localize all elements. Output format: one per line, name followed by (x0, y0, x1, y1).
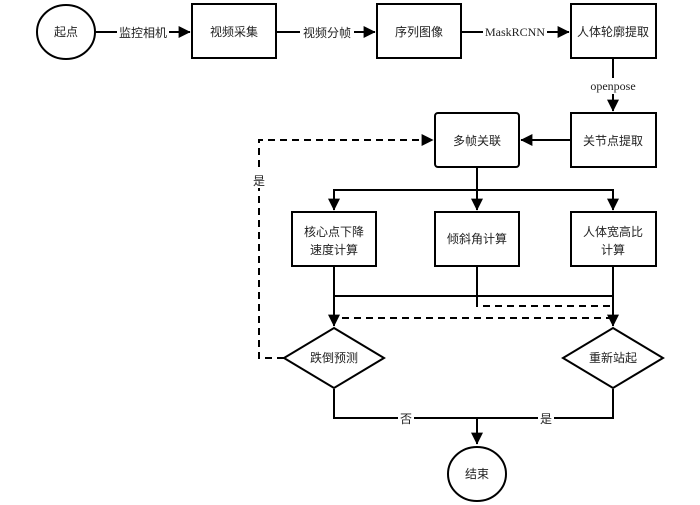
svg-text:人体宽高比: 人体宽高比 (583, 224, 643, 239)
svg-text:速度计算: 速度计算 (310, 242, 358, 257)
node-sequence-images: 序列图像 (376, 3, 462, 59)
svg-text:是: 是 (253, 174, 265, 188)
edge-branches-to-fall (328, 267, 614, 327)
svg-text:计算: 计算 (601, 242, 625, 257)
svg-text:否: 否 (400, 412, 412, 426)
edge-dashed-to-standup (342, 300, 619, 327)
svg-text:倾斜角计算: 倾斜角计算 (447, 231, 507, 246)
node-core-speed: 核心点下降 速度计算 (291, 211, 377, 267)
node-keypoint-extract: 关节点提取 (570, 112, 657, 168)
svg-text:序列图像: 序列图像 (395, 24, 443, 39)
node-fall-predict: 跌倒预测 (282, 326, 386, 390)
node-multi-frame: 多帧关联 (434, 112, 520, 168)
svg-text:视频分帧: 视频分帧 (303, 25, 351, 40)
svg-text:是: 是 (540, 412, 552, 426)
edge-label-camera: 监控相机 (117, 24, 169, 40)
svg-text:重新站起: 重新站起 (589, 350, 637, 365)
edge-fall-yes-loop (258, 134, 434, 359)
svg-text:多帧关联: 多帧关联 (453, 134, 501, 148)
edge-label-no: 否 (398, 410, 414, 426)
svg-text:视频采集: 视频采集 (210, 24, 258, 39)
node-body-contour: 人体轮廓提取 (570, 3, 657, 59)
svg-text:核心点下降: 核心点下降 (304, 225, 364, 239)
svg-text:openpose: openpose (590, 79, 635, 93)
svg-text:MaskRCNN: MaskRCNN (485, 25, 545, 39)
svg-text:人体轮廓提取: 人体轮廓提取 (577, 24, 649, 39)
svg-text:监控相机: 监控相机 (119, 26, 167, 40)
node-start: 起点 (36, 4, 96, 60)
edge-to-end (333, 389, 614, 445)
svg-text:跌倒预测: 跌倒预测 (310, 350, 358, 365)
edge-label-openpose: openpose (589, 78, 637, 94)
node-end: 结束 (447, 446, 507, 502)
edge-label-frame-split: 视频分帧 (300, 24, 354, 40)
svg-text:起点: 起点 (54, 25, 78, 39)
edge-label-yes: 是 (538, 410, 554, 426)
node-video-capture: 视频采集 (191, 3, 277, 59)
edge-label-maskrcnn: MaskRCNN (483, 24, 547, 40)
node-aspect-ratio: 人体宽高比 计算 (570, 211, 657, 267)
node-stand-up: 重新站起 (561, 326, 665, 390)
svg-text:关节点提取: 关节点提取 (583, 133, 643, 148)
svg-text:结束: 结束 (465, 467, 489, 481)
edge-multiframe-to-branches (328, 168, 619, 211)
node-tilt-angle: 倾斜角计算 (434, 211, 520, 267)
edge-label-yes-loop: 是 (252, 172, 266, 188)
